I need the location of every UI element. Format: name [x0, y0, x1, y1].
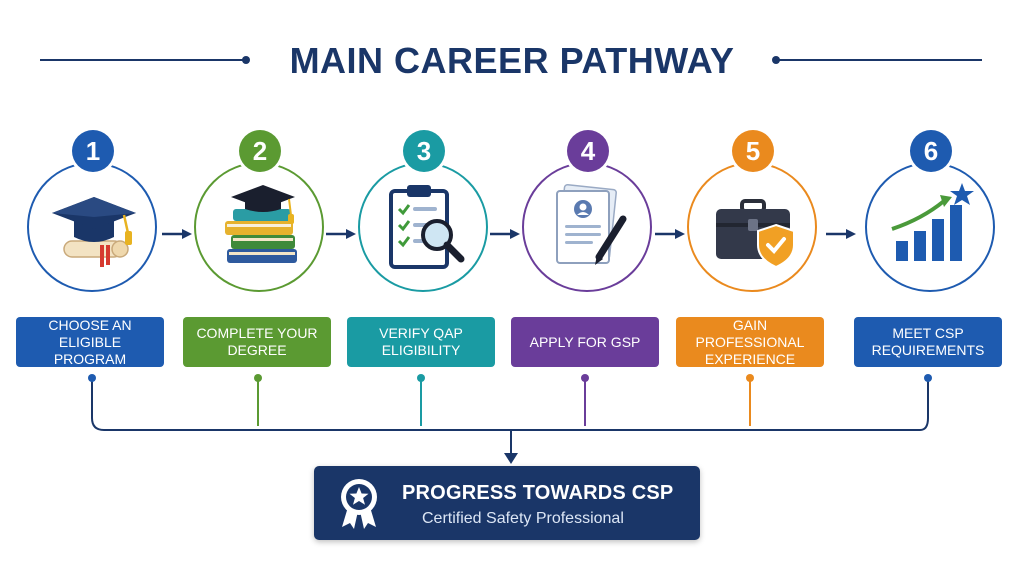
checklist-magnifier-icon — [389, 185, 465, 269]
step-label: VERIFY QAP ELIGIBILITY — [347, 317, 495, 367]
award-ribbon-icon — [341, 479, 377, 529]
step-label: APPLY FOR GSP — [511, 317, 659, 367]
step-number: 6 — [910, 130, 952, 172]
step-label: MEET CSP REQUIREMENTS — [854, 317, 1002, 367]
step-5: 5 GAIN PROFESSIONAL EXPERIENCE — [674, 130, 824, 390]
step-number: 1 — [72, 130, 114, 172]
step-6: 6 MEET CSP REQUIREMENTS — [852, 130, 1002, 390]
step-icon-circle — [27, 162, 157, 292]
title-rule-dot-left — [242, 56, 250, 64]
step-number: 3 — [403, 130, 445, 172]
growth-chart-star-icon — [891, 183, 974, 261]
arrow-right-icon — [655, 226, 685, 239]
briefcase-shield-icon — [716, 199, 795, 269]
step-label: CHOOSE AN ELIGIBLE PROGRAM — [16, 317, 164, 367]
step-number: 2 — [239, 130, 281, 172]
arrow-right-icon — [826, 226, 856, 239]
step-label: COMPLETE YOUR DEGREE — [183, 317, 331, 367]
step-2: 2 COMPLETE YOUR DEGREE — [181, 130, 331, 390]
arrow-right-icon — [326, 226, 356, 239]
stacked-books-cap-icon — [225, 185, 297, 263]
title-bar: MAIN CAREER PATHWAY — [0, 36, 1024, 84]
step-icon-circle — [687, 162, 817, 292]
arrow-right-icon — [162, 226, 192, 239]
step-label: GAIN PROFESSIONAL EXPERIENCE — [676, 317, 824, 367]
progress-title: PROGRESS TOWARDS CSP — [402, 482, 674, 504]
page-title: MAIN CAREER PATHWAY — [289, 40, 735, 81]
arrow-right-icon — [490, 226, 520, 239]
title-rule-right — [776, 59, 982, 61]
step-icon-circle — [522, 162, 652, 292]
step-icon-circle — [358, 162, 488, 292]
progress-towards-csp-box: PROGRESS TOWARDS CSP Certified Safety Pr… — [314, 466, 700, 540]
application-form-pen-icon — [556, 184, 627, 265]
step-3: 3 VERIFY QAP ELIGIBILITY — [345, 130, 495, 390]
step-4: 4 APPLY FOR GSP — [509, 130, 659, 390]
progress-subtitle: Certified Safety Professional — [422, 510, 624, 527]
step-number: 5 — [732, 130, 774, 172]
step-icon-circle — [865, 162, 995, 292]
step-icon-circle — [194, 162, 324, 292]
graduation-cap-diploma-icon — [52, 197, 136, 267]
step-number: 4 — [567, 130, 609, 172]
step-1: 1 CHOOSE AN ELIGIBLE PROGRAM — [14, 130, 164, 390]
title-rule-left — [40, 59, 246, 61]
